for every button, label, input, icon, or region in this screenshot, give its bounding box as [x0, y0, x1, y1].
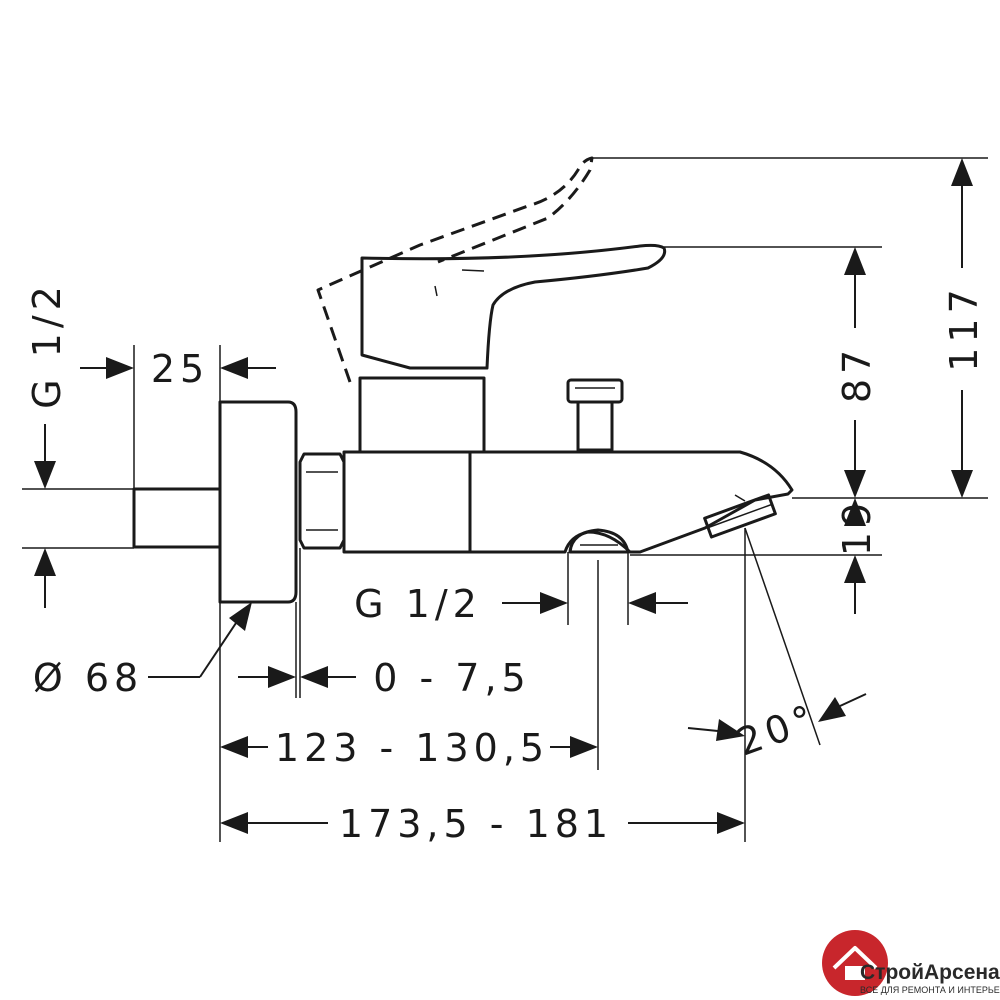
- logo-tagline: ВСЕ ДЛЯ РЕМОНТА И ИНТЕРЬЕРА: [860, 985, 1000, 995]
- dim-173-5-181: 173,5 - 181: [339, 802, 613, 846]
- cartridge-housing: [358, 376, 486, 454]
- logo-circle: [822, 930, 888, 996]
- lever-open-position-dashed: [316, 156, 594, 383]
- dim-123-130-5: 123 - 130,5: [275, 726, 549, 770]
- dim-g-half-bottom: G 1/2: [354, 582, 482, 626]
- dimension-labels: G 1/2 25 Ø 68 0 - 7,5 G 1/2 123 - 130,5 …: [25, 281, 986, 846]
- dim-diameter-68: Ø 68: [33, 656, 143, 700]
- mixer-outline: [132, 243, 794, 604]
- aerator: [703, 493, 777, 539]
- bottom-outlet: [568, 528, 630, 554]
- logo-name-second: Арсенал: [924, 961, 1000, 984]
- dimension-lines: [22, 157, 988, 842]
- dim-g-half-left: G 1/2: [25, 281, 69, 409]
- dim-87: 87: [835, 345, 879, 403]
- diverter-knob: [566, 378, 624, 404]
- stroyarsenal-logo: СтройАрсенал ВСЕ ДЛЯ РЕМОНТА И ИНТЕРЬЕРА: [822, 930, 1000, 996]
- logo-house-icon: [832, 946, 878, 970]
- dim-117: 117: [942, 284, 986, 372]
- connector-nut: [298, 452, 346, 550]
- logo-name: СтройАрсенал: [860, 961, 1000, 984]
- mixer-body-spout: [342, 450, 794, 554]
- escutcheon-flange: [218, 400, 298, 604]
- wall-connector-pipe: [132, 487, 222, 549]
- dim-0-7-5: 0 - 7,5: [373, 656, 530, 700]
- diverter-stem: [576, 400, 614, 452]
- dim-19: 19: [835, 498, 879, 556]
- logo-name-first: Строй: [860, 961, 924, 984]
- dim-25: 25: [151, 347, 209, 391]
- lever-handle: [360, 243, 667, 370]
